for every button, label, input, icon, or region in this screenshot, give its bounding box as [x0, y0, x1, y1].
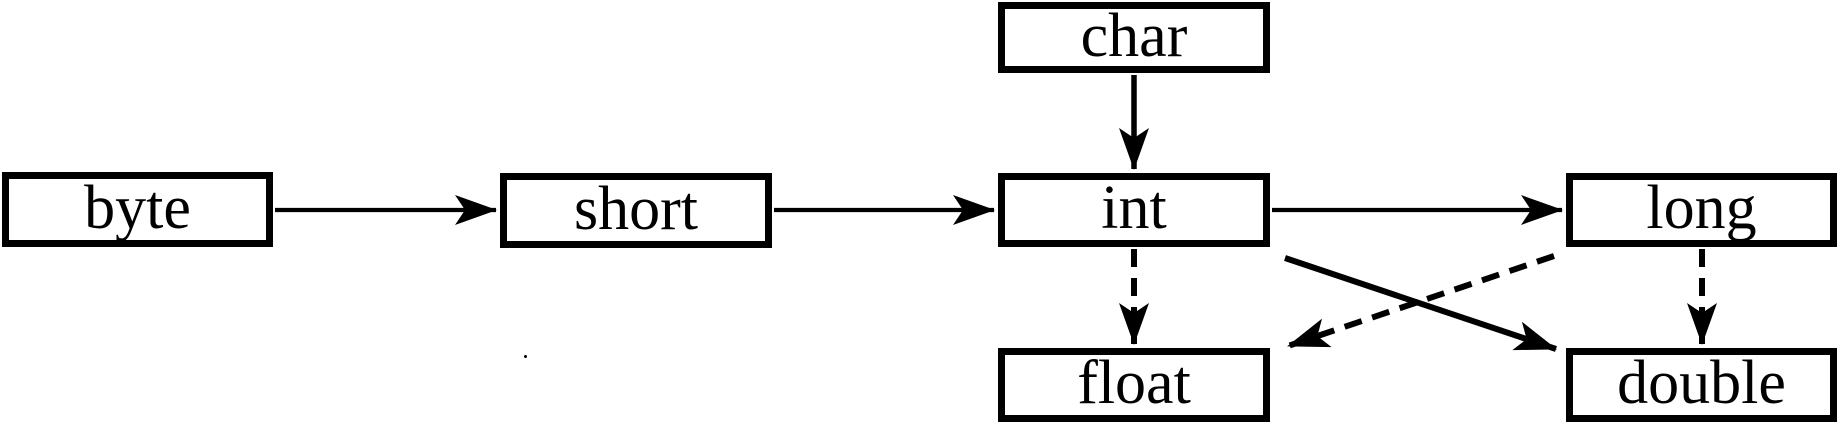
node-float-label: float — [1077, 349, 1191, 417]
node-long: long — [1566, 173, 1837, 247]
node-int: int — [998, 173, 1270, 247]
node-char-label: char — [1080, 1, 1188, 70]
node-int-label: int — [1101, 174, 1167, 242]
node-float: float — [998, 348, 1270, 422]
node-short-label: short — [574, 174, 698, 243]
node-char: char — [998, 2, 1270, 73]
edge-int-to-double-arrow — [1284, 255, 1557, 352]
node-double-label: double — [1617, 349, 1786, 417]
node-byte-label: byte — [84, 173, 191, 242]
edge-long-to-float-arrow — [1287, 253, 1555, 349]
node-short: short — [500, 173, 772, 248]
node-double: double — [1566, 348, 1837, 422]
node-long-label: long — [1646, 174, 1757, 242]
node-byte: byte — [2, 172, 273, 247]
stray-dot-artifact — [524, 355, 527, 358]
